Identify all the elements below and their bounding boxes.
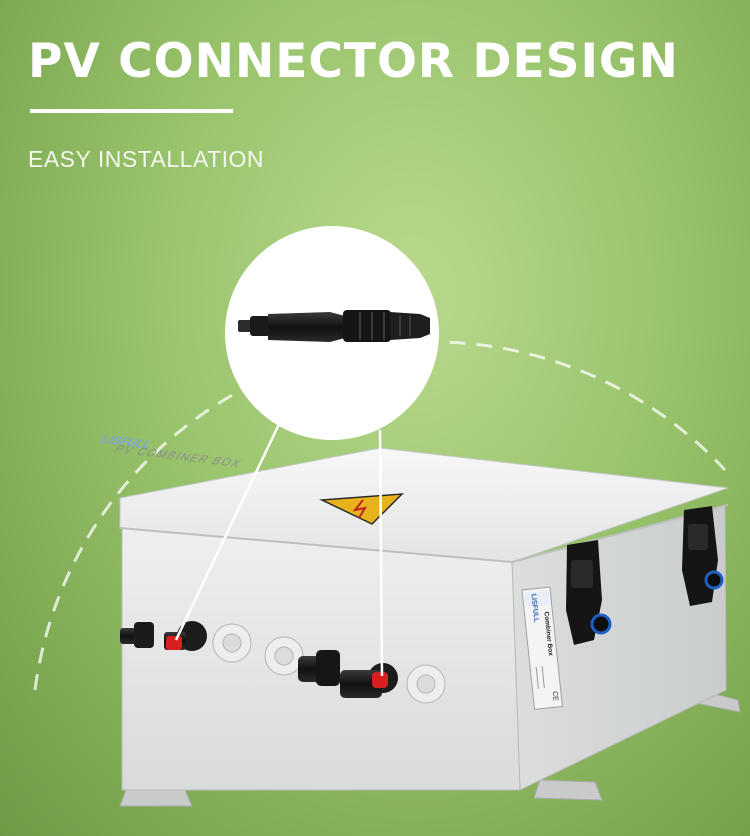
cable-gland-3 [406,664,446,704]
pv-connector-4 [340,663,398,698]
callout-line-right [378,429,384,677]
lid-brand: LISFULL [97,432,156,451]
cable-gland-1 [212,623,252,663]
red-cap-icon [372,672,388,688]
red-cap-icon [166,636,182,650]
dashed-arc [33,340,727,691]
page-title: PV CONNECTOR DESIGN [28,34,679,89]
nameplate-title: Combiner Box [542,611,554,656]
mounting-foot-right [533,779,603,801]
lid-edge [119,504,729,564]
latch-right [682,506,724,606]
nameplate-brand: LISFULL [529,594,539,624]
latch-left [566,540,612,645]
title-underline [30,109,233,113]
nameplate: LISFULL Combiner Box CE [521,586,563,710]
ce-mark: CE [551,691,559,702]
combiner-box: LISFULL PV COMBINER BOX LISFULL Combiner… [97,432,729,791]
pv-connector-2 [164,621,207,651]
box-lid [119,447,729,563]
cable-gland-2 [264,636,304,676]
closeup-connector-icon [238,310,430,342]
pv-connector-1 [120,622,154,648]
callout-line-left [174,421,282,641]
page-subtitle: EASY INSTALLATION [28,146,265,172]
pv-connector-3 [298,650,340,686]
lightning-icon [352,499,368,519]
latch-button-icon [704,570,724,590]
lid-label: PV COMBINER BOX [112,442,246,469]
connector-closeup [225,226,439,440]
latch-button-icon [590,613,612,635]
mounting-foot-left [119,789,193,807]
